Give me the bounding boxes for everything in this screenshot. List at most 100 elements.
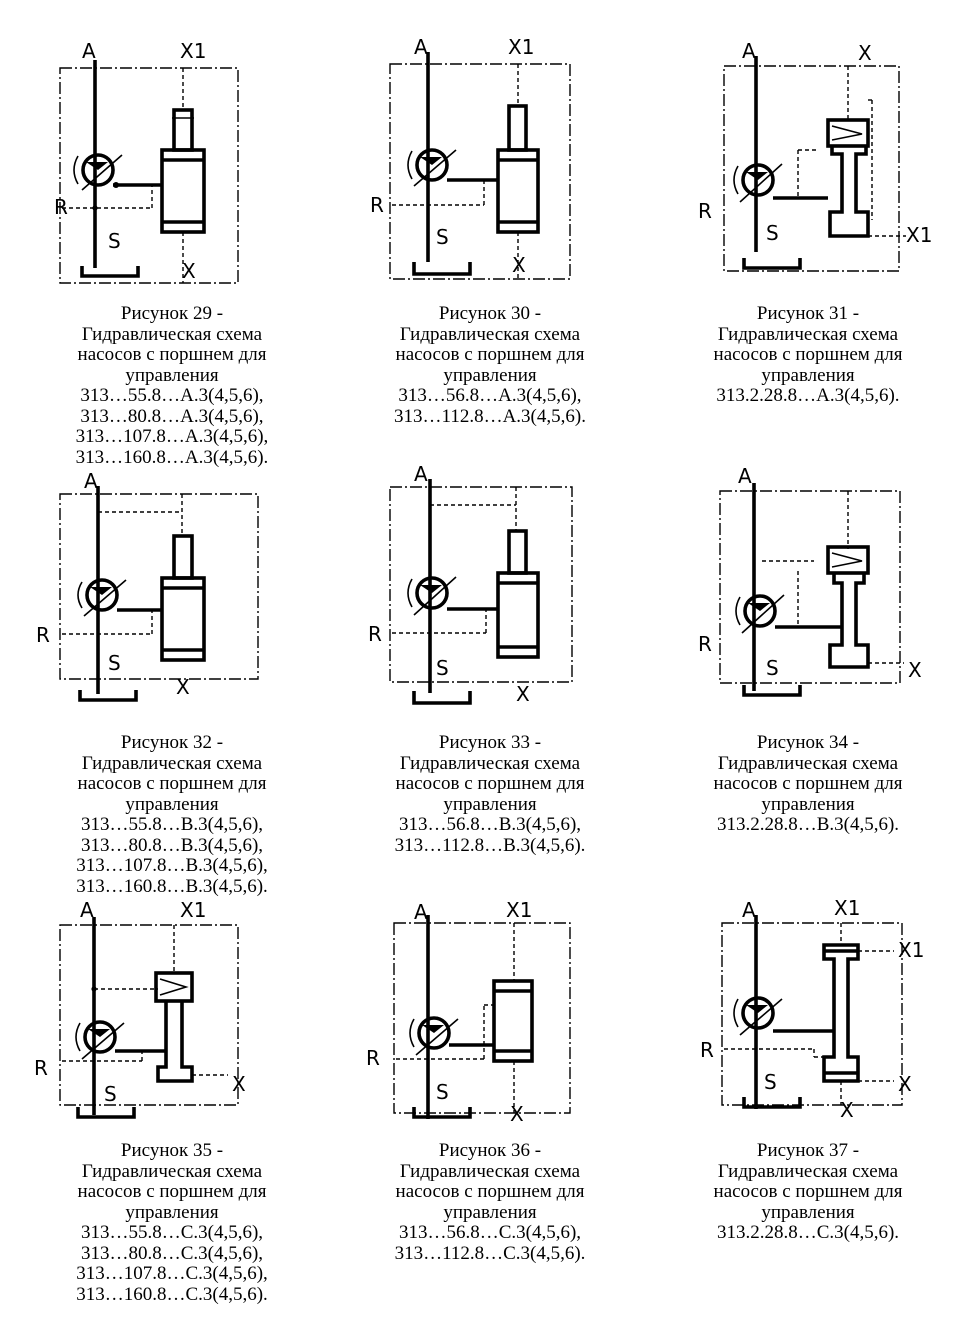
svg-text:S: S: [436, 225, 449, 249]
svg-text:R: R: [700, 1038, 714, 1062]
caption-33: Рисунок 33 - Гидравлическая схема насосо…: [340, 732, 640, 856]
svg-text:S: S: [436, 656, 449, 680]
svg-text:X: X: [512, 253, 526, 277]
svg-text:R: R: [36, 623, 50, 647]
model-line: 313…55.8…A.3(4,5,6),: [80, 385, 264, 406]
model-line: 313…55.8…B.3(4,5,6),: [80, 814, 264, 835]
caption-line: Гидравлическая схема: [81, 1160, 263, 1182]
diagram-29: A X1 R S X: [54, 39, 239, 284]
figure-title: Рисунок 33 -: [438, 732, 542, 753]
model-line: 313…112.8…B.3(4,5,6).: [394, 834, 586, 856]
caption-line: Гидравлическая схема: [399, 323, 581, 345]
svg-text:A: A: [414, 900, 428, 924]
svg-text:A: A: [82, 39, 96, 63]
caption-line: Гидравлическая схема: [717, 752, 899, 774]
svg-text:S: S: [764, 1070, 777, 1094]
caption-line: управления: [761, 793, 855, 815]
svg-text:X1: X1: [508, 35, 534, 59]
svg-text:X: X: [232, 1072, 246, 1096]
model-line: 313…107.8…A.3(4,5,6),: [75, 426, 269, 447]
caption-line: Гидравлическая схема: [717, 1160, 899, 1182]
model-line: 313…56.8…B.3(4,5,6),: [398, 814, 582, 835]
svg-text:X1: X1: [180, 39, 206, 63]
figure-title: Рисунок 35 -: [120, 1140, 224, 1161]
diagram-34: A X R S: [698, 464, 922, 697]
svg-text:X: X: [840, 1098, 854, 1122]
svg-text:X1: X1: [506, 898, 532, 922]
figure-title: Рисунок 31 -: [756, 303, 860, 324]
model-line: 313…107.8…C.3(4,5,6),: [76, 1263, 268, 1284]
svg-text:A: A: [414, 462, 428, 486]
svg-text:A: A: [84, 469, 98, 493]
svg-text:X1: X1: [180, 898, 206, 922]
svg-text:X: X: [176, 675, 190, 699]
svg-text:A: A: [414, 35, 428, 59]
figure-title: Рисунок 37 -: [756, 1140, 860, 1161]
figure-title: Рисунок 36 -: [438, 1140, 542, 1161]
caption-line: насосов с поршнем для: [77, 1181, 267, 1202]
model-line: 313.2.28.8…C.3(4,5,6).: [716, 1222, 900, 1243]
caption-line: насосов с поршнем для: [77, 773, 267, 794]
caption-line: насосов с поршнем для: [395, 773, 585, 794]
svg-text:R: R: [368, 622, 382, 646]
svg-text:R: R: [698, 632, 712, 656]
caption-line: Гидравлическая схема: [81, 323, 263, 345]
diagram-36: A X1 R S X: [366, 898, 571, 1126]
caption-37: Рисунок 37 - Гидравлическая схема насосо…: [658, 1140, 957, 1244]
svg-text:X1: X1: [834, 896, 860, 920]
model-line: 313…56.8…A.3(4,5,6),: [398, 385, 582, 406]
model-line: 313…112.8…A.3(4,5,6).: [394, 405, 586, 427]
figure-title: Рисунок 34 -: [756, 732, 860, 753]
caption-line: Гидравлическая схема: [399, 752, 581, 774]
diagram-33: A R S X: [368, 462, 573, 706]
svg-text:R: R: [34, 1056, 48, 1080]
model-line: 313…112.8…C.3(4,5,6).: [394, 1242, 586, 1264]
caption-35: Рисунок 35 - Гидравлическая схема насосо…: [22, 1140, 322, 1305]
caption-30: Рисунок 30 - Гидравлическая схема насосо…: [340, 303, 640, 427]
caption-34: Рисунок 34 - Гидравлическая схема насосо…: [658, 732, 957, 836]
svg-text:R: R: [366, 1046, 380, 1070]
model-line: 313…107.8…B.3(4,5,6),: [76, 855, 268, 876]
caption-line: управления: [443, 1201, 537, 1223]
model-line: 313.2.28.8…A.3(4,5,6).: [716, 385, 900, 406]
svg-text:R: R: [370, 193, 384, 217]
diagram-37: A X1 X1 X R S X: [700, 896, 924, 1122]
caption-line: насосов с поршнем для: [395, 344, 585, 365]
caption-line: насосов с поршнем для: [395, 1181, 585, 1202]
svg-text:S: S: [104, 1082, 117, 1106]
svg-text:X: X: [858, 41, 872, 65]
model-line: 313…55.8…C.3(4,5,6),: [80, 1222, 264, 1243]
caption-line: управления: [443, 364, 537, 386]
model-line: 313…160.8…A.3(4,5,6).: [75, 446, 269, 468]
svg-text:X: X: [908, 658, 922, 682]
svg-text:S: S: [766, 221, 779, 245]
svg-text:A: A: [742, 898, 756, 922]
svg-text:A: A: [80, 898, 94, 922]
model-line: 313…80.8…A.3(4,5,6),: [80, 405, 264, 427]
caption-line: Гидравлическая схема: [81, 752, 263, 774]
svg-text:X: X: [898, 1072, 912, 1096]
caption-line: управления: [125, 1201, 219, 1223]
caption-line: насосов с поршнем для: [713, 773, 903, 794]
model-line: 313.2.28.8…B.3(4,5,6).: [716, 814, 900, 835]
model-line: 313…56.8…C.3(4,5,6),: [398, 1222, 582, 1243]
svg-text:S: S: [766, 656, 779, 680]
model-line: 313…160.8…B.3(4,5,6).: [76, 875, 268, 897]
caption-line: Гидравлическая схема: [717, 323, 899, 345]
caption-line: насосов с поршнем для: [713, 344, 903, 365]
svg-text:A: A: [742, 39, 756, 63]
diagram-31: A X X1 R S: [698, 39, 932, 272]
caption-36: Рисунок 36 - Гидравлическая схема насосо…: [340, 1140, 640, 1264]
caption-line: насосов с поршнем для: [77, 344, 267, 365]
model-line: 313…160.8…C.3(4,5,6).: [76, 1283, 268, 1305]
svg-text:S: S: [108, 651, 121, 675]
svg-text:R: R: [54, 195, 68, 219]
svg-text:R: R: [698, 199, 712, 223]
caption-line: управления: [125, 364, 219, 386]
model-line: 313…80.8…B.3(4,5,6),: [80, 834, 264, 856]
svg-text:X: X: [516, 682, 530, 706]
diagram-35: A X1 X R S: [34, 898, 246, 1119]
model-line: 313…80.8…C.3(4,5,6),: [80, 1242, 264, 1264]
caption-29: Рисунок 29 - Гидравлическая схема насосо…: [22, 303, 322, 468]
svg-text:X: X: [182, 259, 196, 283]
